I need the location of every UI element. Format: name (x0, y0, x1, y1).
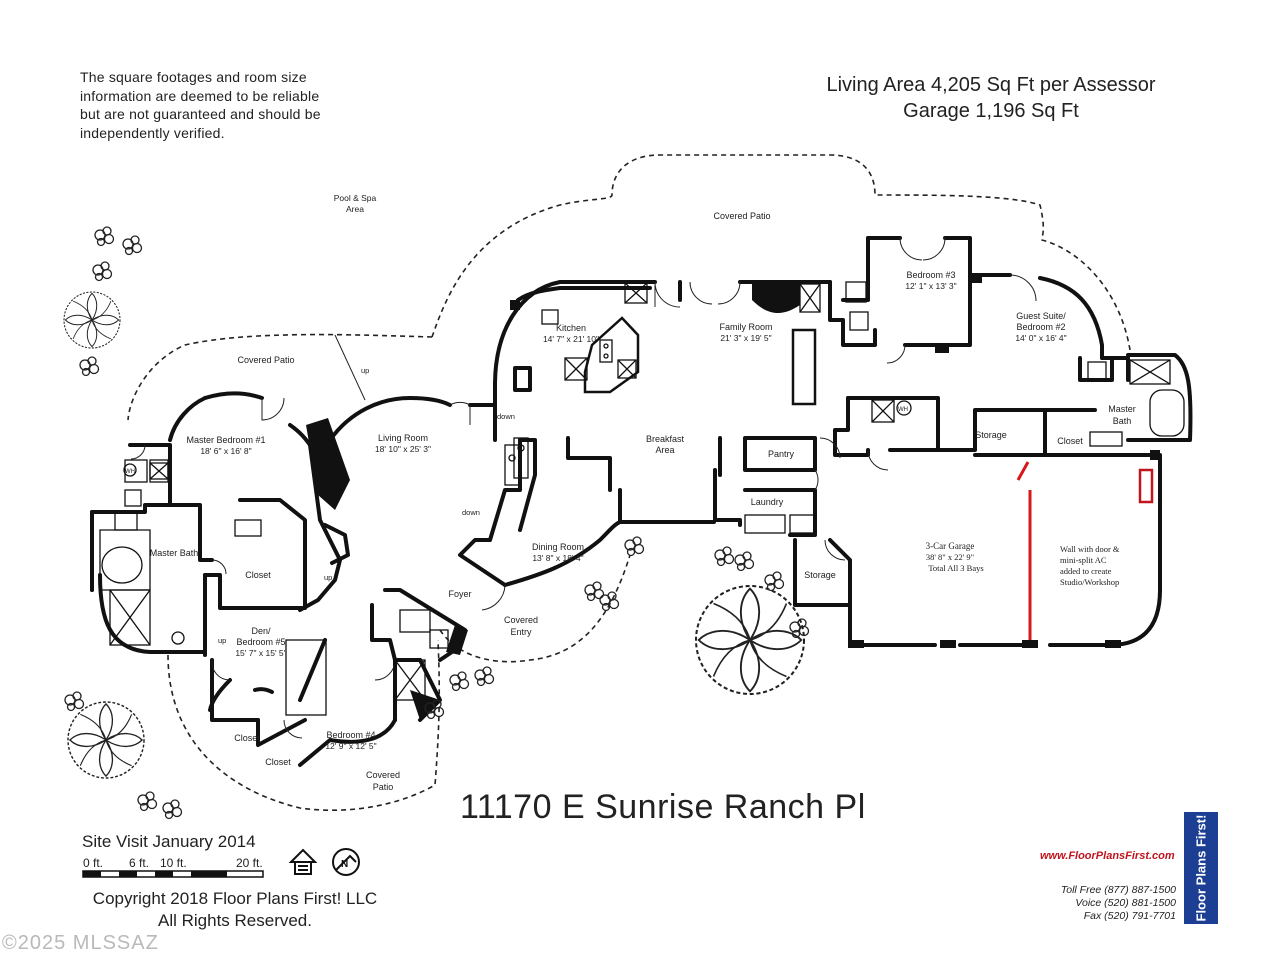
label-closet-right: Closet (1057, 436, 1083, 446)
scale-bar (82, 870, 264, 878)
scale-tick-0: 0 ft. (83, 856, 104, 870)
garage-door-markers (510, 275, 1160, 648)
label-bedroom-5: Bedroom #5 (236, 637, 285, 647)
label-bedroom-2-dims: 14' 0" x 16' 4" (1015, 333, 1066, 343)
label-guest-suite: Guest Suite/ (1016, 311, 1066, 321)
copyright-line-2: All Rights Reserved. (157, 911, 312, 930)
label-master-bedroom-dims: 18' 6" x 16' 8" (200, 446, 251, 456)
label-garage-dims: 38' 8" x 22' 9" (926, 552, 974, 562)
label-pool-area: Area (346, 204, 364, 214)
label-master-bath-right: Master (1108, 404, 1136, 414)
disclaimer-text: The square footages and room size inform… (80, 69, 321, 141)
label-laundry: Laundry (751, 497, 784, 507)
level-markers: up up up down down WH WH (125, 366, 908, 645)
studio-note-line-3: added to create (1060, 566, 1112, 576)
label-breakfast: Breakfast (646, 434, 685, 444)
label-dining-dims: 13' 8" x 18' 4" (532, 553, 583, 563)
site-visit-label: Site Visit January 2014 (82, 832, 256, 851)
label-bedroom-5-dims: 15' 7" x 15' 5" (235, 648, 286, 658)
mls-watermark: ©2025 MLSSAZ (2, 932, 159, 954)
fireplaces (306, 282, 800, 720)
svg-text:N: N (341, 859, 348, 870)
copyright-block: Copyright 2018 Floor Plans First! LLC Al… (70, 888, 400, 932)
voice-number: Voice (520) 881-1500 (1075, 897, 1176, 909)
patio-outlines (127, 154, 1131, 811)
label-garage-total: Total All 3 Bays (928, 563, 983, 573)
label-covered-entry-2: Entry (510, 627, 532, 637)
label-dining-room: Dining Room (532, 542, 584, 552)
door-swings (130, 237, 1037, 739)
brand-contact: Toll Free (877) 887-1500 Voice (520) 881… (1010, 884, 1176, 923)
label-master-bedroom: Master Bedroom #1 (186, 435, 265, 445)
scale-tick-20: 20 ft. (236, 856, 263, 870)
label-bedroom-4-dims: 12' 9" x 12' 5" (325, 741, 376, 751)
label-storage: Storage (975, 430, 1007, 440)
studio-note-line-1: Wall with door & (1060, 544, 1120, 554)
fixtures (99, 281, 1185, 716)
up-marker-3: up (218, 636, 226, 645)
studio-note-line-4: Studio/Workshop (1060, 577, 1119, 587)
label-breakfast-area: Area (655, 445, 674, 455)
label-family-dims: 21' 3" x 19' 5" (720, 333, 771, 343)
equal-housing-icon (288, 848, 318, 875)
label-foyer: Foyer (448, 589, 471, 599)
label-pool: Pool & Spa (334, 193, 377, 203)
copyright-line-1: Copyright 2018 Floor Plans First! LLC (92, 889, 378, 908)
label-living-dims: 18' 10" x 25' 3" (375, 444, 431, 454)
label-covered-entry: Covered (504, 615, 538, 625)
brand-url: www.FloorPlansFirst.com (1040, 850, 1175, 862)
label-master-bath-right-2: Bath (1113, 416, 1132, 426)
north-arrow-icon: N (332, 848, 360, 876)
label-garage: 3-Car Garage (926, 541, 975, 551)
studio-note: Wall with door & mini-split AC added to … (1060, 544, 1120, 587)
label-bedroom-3: Bedroom #3 (906, 270, 955, 280)
label-covered-patio-bottom: Covered (366, 770, 400, 780)
living-area-label: Living Area 4,205 Sq Ft per Assessor (826, 74, 1156, 96)
scale-tick-6: 6 ft. (129, 856, 150, 870)
label-kitchen: Kitchen (556, 323, 586, 333)
studio-note-line-2: mini-split AC (1060, 555, 1107, 565)
label-living-room: Living Room (378, 433, 428, 443)
fax-number: Fax (520) 791-7701 (1083, 910, 1176, 922)
toll-free-number: Toll Free (877) 887-1500 (1060, 884, 1176, 896)
brand-logo-box: Floor Plans First! (1184, 812, 1218, 924)
water-heater-1: WH (125, 469, 135, 475)
label-kitchen-dims: 14' 7" x 21' 10" (543, 334, 599, 344)
up-marker-1: up (361, 366, 369, 375)
down-marker-1: down (497, 412, 515, 421)
label-covered-patio-left: Covered Patio (237, 355, 294, 365)
label-covered-patio-top: Covered Patio (713, 211, 770, 221)
label-bedroom-3-dims: 12' 1" x 13' 3" (905, 281, 956, 291)
label-storage-2: Storage (804, 570, 836, 580)
label-den: Den/ (251, 626, 271, 636)
label-closet-bottom-1: Closet (234, 733, 260, 743)
property-address: 11170 E Sunrise Ranch Pl (460, 788, 866, 826)
up-marker-2: up (324, 573, 332, 582)
label-closet-master: Closet (245, 570, 271, 580)
walls (90, 236, 1193, 767)
garage-area-label: Garage 1,196 Sq Ft (903, 100, 1079, 122)
label-bedroom-2: Bedroom #2 (1016, 322, 1065, 332)
room-labels: Pool & Spa Area Covered Patio Covered Pa… (150, 193, 1136, 792)
studio-wall (1016, 461, 1032, 640)
label-family-room: Family Room (719, 322, 772, 332)
label-covered-patio-bottom-2: Patio (373, 782, 394, 792)
label-bedroom-4: Bedroom #4 (326, 730, 375, 740)
label-pantry: Pantry (768, 449, 795, 459)
label-master-bath-left: Master Bath (150, 548, 199, 558)
label-closet-bottom-2: Closet (265, 757, 291, 767)
scale-tick-10: 10 ft. (160, 856, 187, 870)
water-heater-2: WH (898, 407, 908, 413)
down-marker-2: down (462, 508, 480, 517)
